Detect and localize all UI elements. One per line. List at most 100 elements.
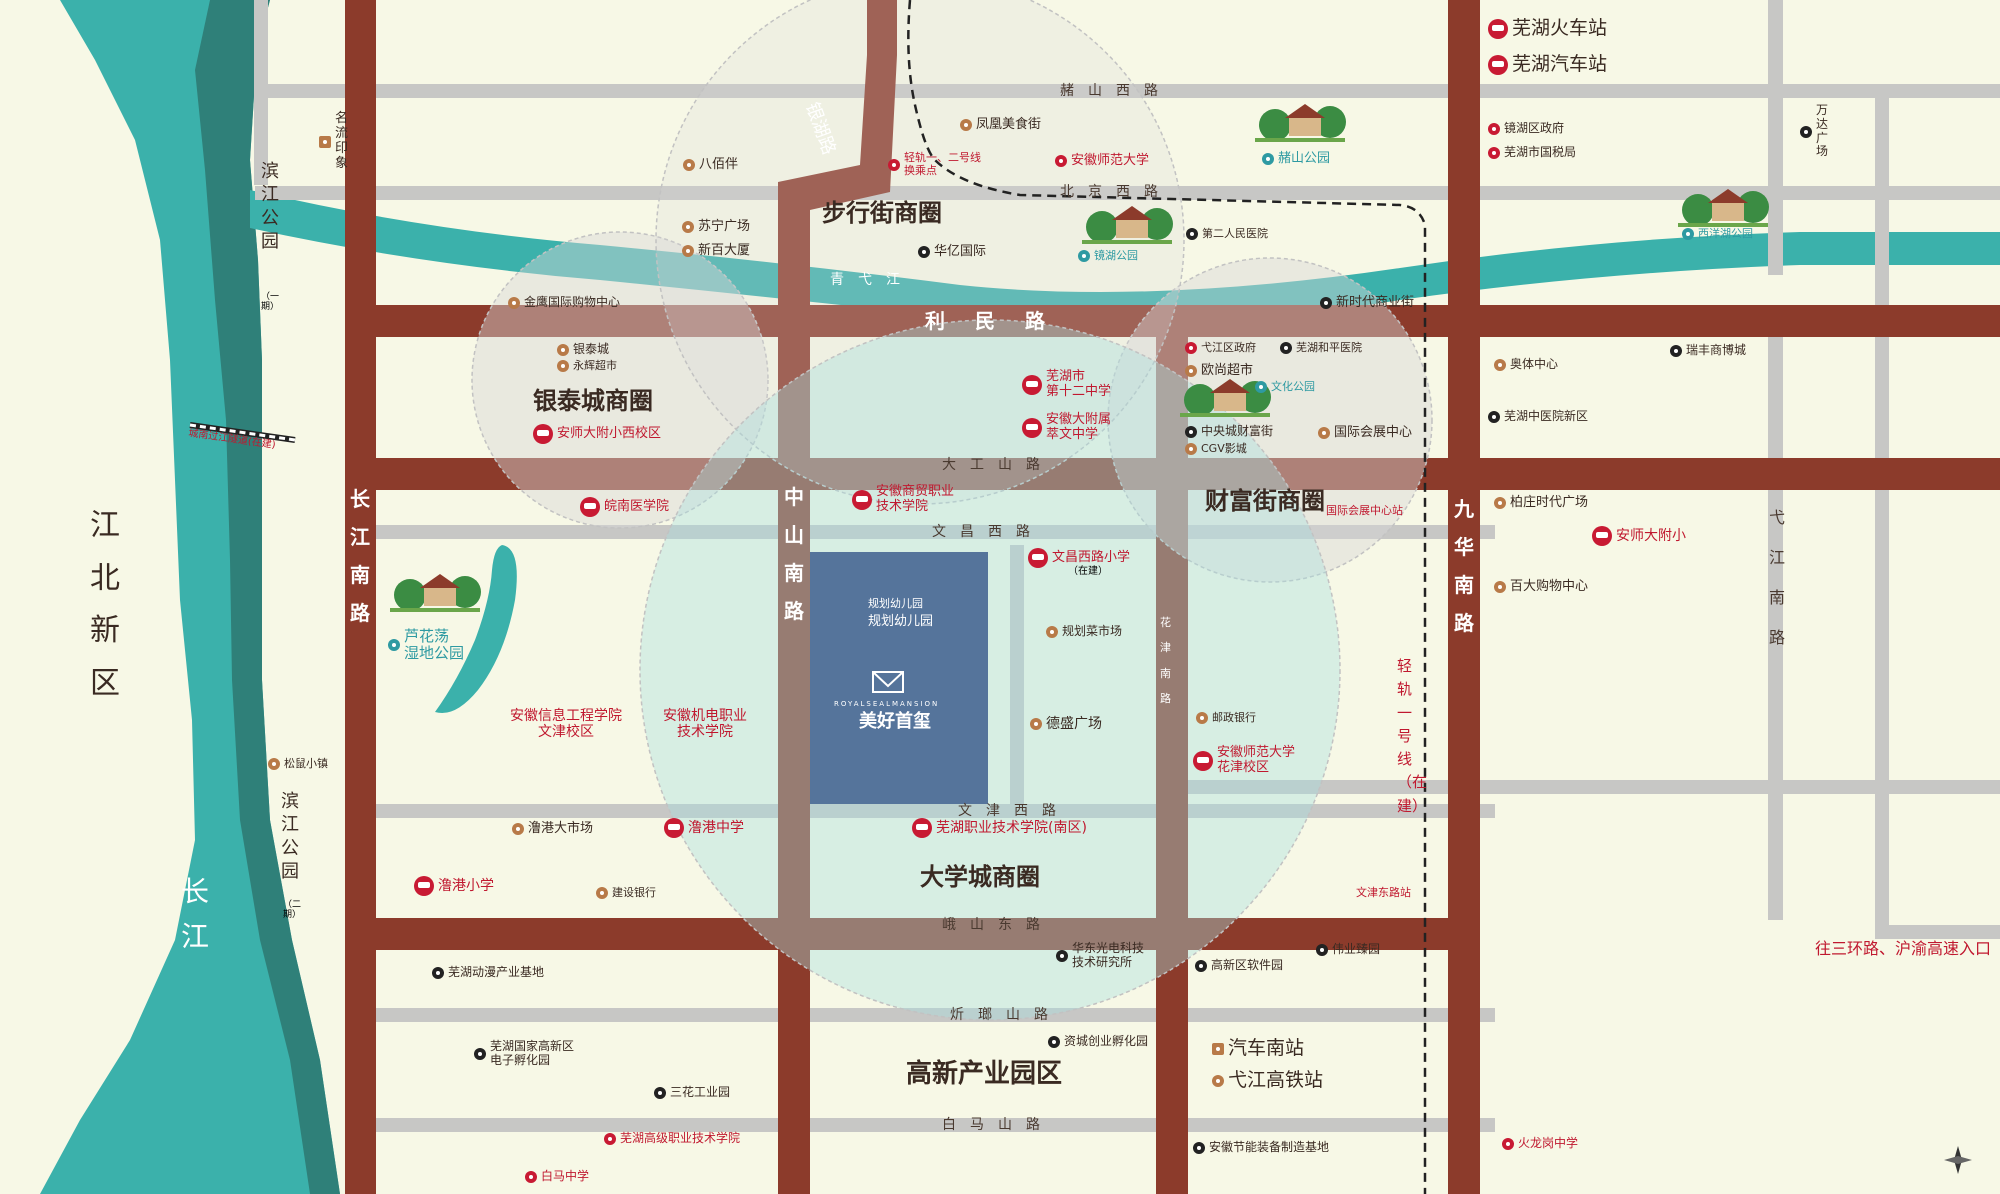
poi-no12: 芜湖市第十二中学 [1022, 369, 1111, 400]
poi-baida: 百大购物中心 [1494, 579, 1588, 595]
poi-jinghu-park: 镜湖公园 [1078, 249, 1138, 263]
park-icon [1682, 228, 1694, 241]
road-dagongshan: 大工山路 [942, 457, 1054, 473]
binjiang-park-1: 滨江公园 [261, 161, 279, 253]
poi-light-rail-transfer: 轻轨一、二号线换乘点 [888, 151, 981, 177]
poi-suning: 苏宁广场 [682, 219, 750, 235]
poi-zhongyang: 中央城财富街 [1185, 424, 1273, 439]
jiangbei-district: 江北新区 [90, 508, 120, 701]
poi-aoti: 奥体中心 [1494, 357, 1558, 372]
poi-jinying: 金鹰国际购物中心 [508, 295, 620, 310]
poi-luogang-pri: 澛港小学 [414, 876, 494, 896]
qingyi-river [250, 190, 2000, 326]
road-toll-road: 往三环路、沪渝高速入口 [1815, 939, 1992, 958]
cinema-icon [1185, 443, 1197, 456]
school-icon [1193, 750, 1213, 771]
poi-gaoxin-inc: 芜湖国家高新区电子孵化园 [474, 1039, 574, 1068]
poi-yijiang-rail: 弋江高铁站 [1212, 1069, 1323, 1092]
building-icon [1318, 427, 1330, 440]
poi-gaoji-zhiye: 芜湖高级职业技术学院 [604, 1131, 740, 1146]
road-jiangnan: 长江南路 [350, 487, 370, 625]
park-icon [1262, 153, 1274, 166]
road-qingyijiang: 青弋江 [830, 272, 914, 288]
poi-yijiangqu: 弋江区政府 [1185, 341, 1256, 355]
poi-qiche-south: 汽车南站 [1212, 1037, 1304, 1060]
bus-icon [1212, 1042, 1224, 1055]
metro-icon [888, 158, 900, 171]
road-zhelang: 炘瑯山路 [950, 1007, 1062, 1023]
shopping-icon [557, 343, 569, 356]
poi-anshi: 安徽师范大学 [1055, 153, 1149, 169]
poi-erren: 第二人民医院 [1186, 227, 1268, 241]
poi-jieneng: 安徽节能装备制造基地 [1193, 1140, 1329, 1155]
poi-yonghui: 永辉超市 [557, 359, 617, 373]
building-icon [1056, 949, 1068, 962]
poi-desheng: 德盛广场 [1030, 716, 1102, 732]
poi-tax: 芜湖市国税局 [1488, 145, 1576, 160]
school-icon [1055, 155, 1067, 168]
building-icon [1185, 425, 1197, 438]
road-huajin: 花津南路 [1160, 616, 1171, 705]
poi-cuiwen: 安徽大附属萃文中学 [1022, 412, 1111, 443]
poi-heping: 芜湖和平医院 [1280, 341, 1362, 355]
park-icon [1255, 381, 1267, 394]
poi-ahsd-huajin: 安徽师范大学花津校区 [1193, 745, 1295, 776]
school-icon [580, 497, 600, 517]
district-buxingjie: 步行街商圈 [822, 199, 942, 227]
school-icon [664, 818, 684, 838]
school-icon [533, 424, 553, 444]
binjiang-park-1-sub: （一期） [261, 292, 280, 313]
school-icon [1028, 548, 1048, 568]
changjiang-river-label: 长江 [180, 875, 209, 953]
poi-wenjin-station: 文津东路站 [1356, 886, 1411, 899]
poi-sanhua: 三花工业园 [654, 1085, 730, 1100]
poi-wannan: 皖南医学院 [580, 497, 669, 517]
market-icon [1046, 625, 1058, 638]
poi-gaoxin-soft: 高新区软件园 [1195, 958, 1283, 973]
park-icon [1078, 250, 1090, 263]
poi-luogang-mid: 澛港中学 [664, 818, 744, 838]
school-icon [912, 818, 932, 838]
poi-wenhua: 文化公园 [1255, 380, 1315, 394]
luhuadang-lake [435, 545, 517, 714]
poi-luogang-market: 澛港大市场 [512, 821, 593, 837]
poi-fenghuang: 凤凰美食街 [960, 117, 1041, 133]
poi-zheshan-park: 赭山公园 [1262, 151, 1330, 167]
poi-jinghu-gov: 镜湖区政府 [1488, 121, 1564, 136]
school-icon [604, 1132, 616, 1145]
poi-wenchang-school: 文昌西路小学 [1028, 548, 1130, 568]
poi-songshu: 松鼠小镇 [268, 757, 328, 771]
shopping-icon [1494, 581, 1506, 594]
road-wenjin: 文津西路 [958, 803, 1070, 819]
road-yijiang: 弋江南路 [1769, 508, 1786, 647]
school-icon [1592, 526, 1612, 546]
poi-wuhu-zhiye: 芜湖职业技术学院(南区) [912, 818, 1087, 838]
district-gaoxin: 高新产业园区 [906, 1059, 1063, 1089]
building-icon [1195, 959, 1207, 972]
poi-guoji-station: 国际会展中心站 [1326, 504, 1403, 517]
stadium-icon [1494, 358, 1506, 371]
poi-zixin: 资城创业孵化园 [1048, 1034, 1148, 1049]
project-logo-icon [872, 671, 904, 693]
road-jiuhua: 九华南路 [1454, 497, 1474, 635]
building-icon [1316, 943, 1328, 956]
major-roads [345, 0, 2000, 1194]
poi-youzheng: 邮政银行 [1196, 711, 1256, 725]
poi-luhua: 芦花荡湿地公园 [388, 627, 464, 663]
building-icon [474, 1047, 486, 1060]
shopping-icon [682, 221, 694, 234]
shopping-icon [557, 360, 569, 373]
poi-oushang: 欧尚超市 [1185, 363, 1253, 379]
poi-xinbai: 新百大厦 [682, 243, 750, 259]
poi-wanda: 万达广场 [1800, 103, 1828, 159]
poi-bus-station: 芜湖汽车站 [1488, 53, 1607, 76]
minor-roads [254, 0, 2000, 1132]
project-block [810, 552, 988, 804]
poi-ah-jidian: 安徽机电职业技术学院 [663, 708, 747, 741]
poi-weiye: 伟业臻园 [1316, 942, 1380, 957]
school-icon [1502, 1137, 1514, 1150]
poi-dongman: 芜湖动漫产业基地 [432, 965, 544, 980]
poi-mingliu: 名流印象 [319, 111, 348, 172]
